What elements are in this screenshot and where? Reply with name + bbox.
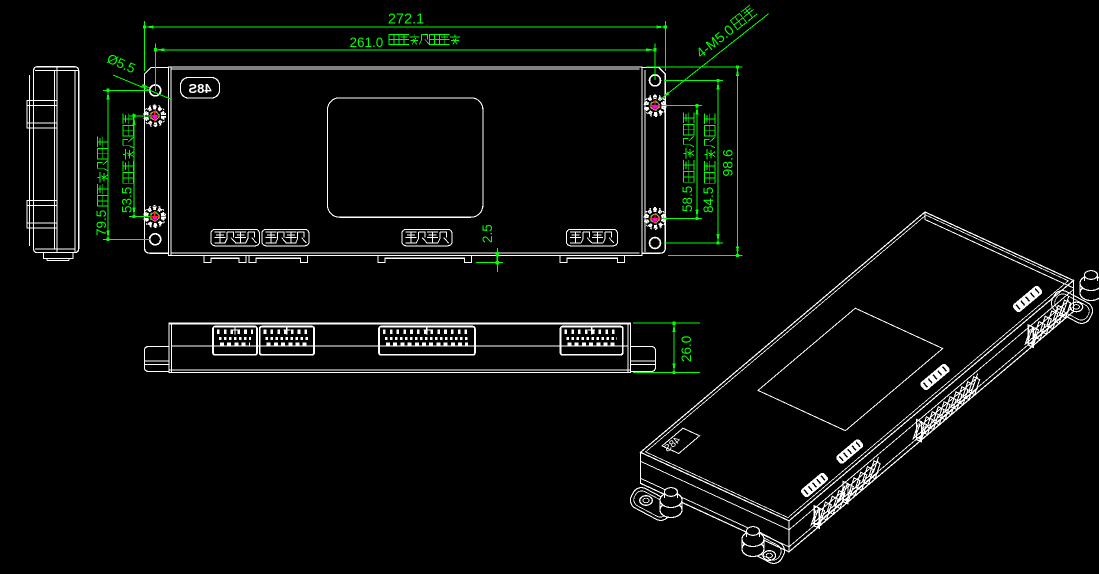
svg-text:272.1: 272.1 [388,12,424,28]
svg-text:261.0: 261.0 [350,35,384,50]
svg-text:2.5: 2.5 [480,224,495,243]
svg-text:53.5: 53.5 [120,187,135,213]
svg-text:84.5: 84.5 [701,187,716,213]
svg-text:48S: 48S [188,81,211,96]
svg-text:79.5: 79.5 [94,210,109,236]
svg-text:98.6: 98.6 [720,149,736,176]
svg-text:58.5: 58.5 [680,186,695,212]
svg-text:26.0: 26.0 [679,336,694,362]
